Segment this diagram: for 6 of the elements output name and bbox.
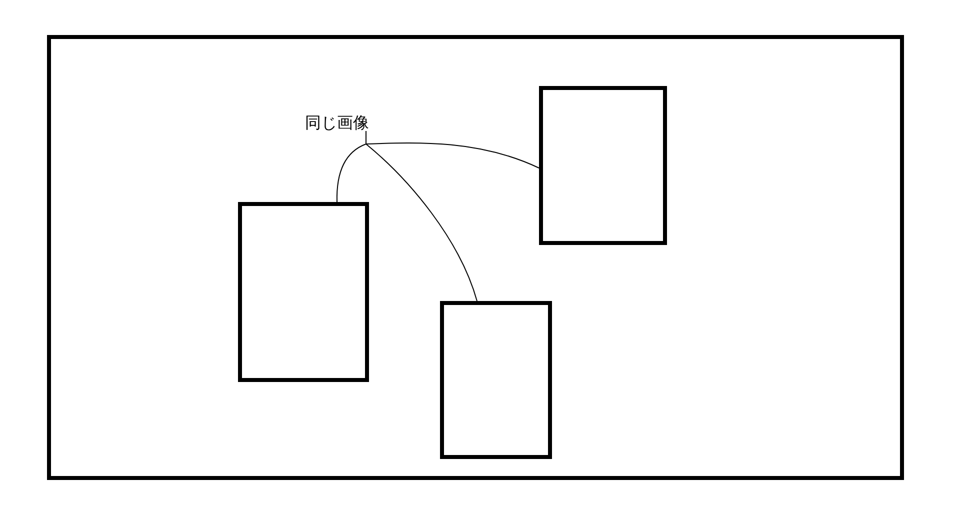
text-label: 同じ画像 — [305, 111, 383, 135]
outer-frame — [47, 35, 904, 480]
leader-line — [366, 130, 540, 168]
rectangle-box — [238, 202, 369, 382]
rectangle-box — [539, 86, 667, 245]
rectangle-box — [440, 301, 552, 459]
